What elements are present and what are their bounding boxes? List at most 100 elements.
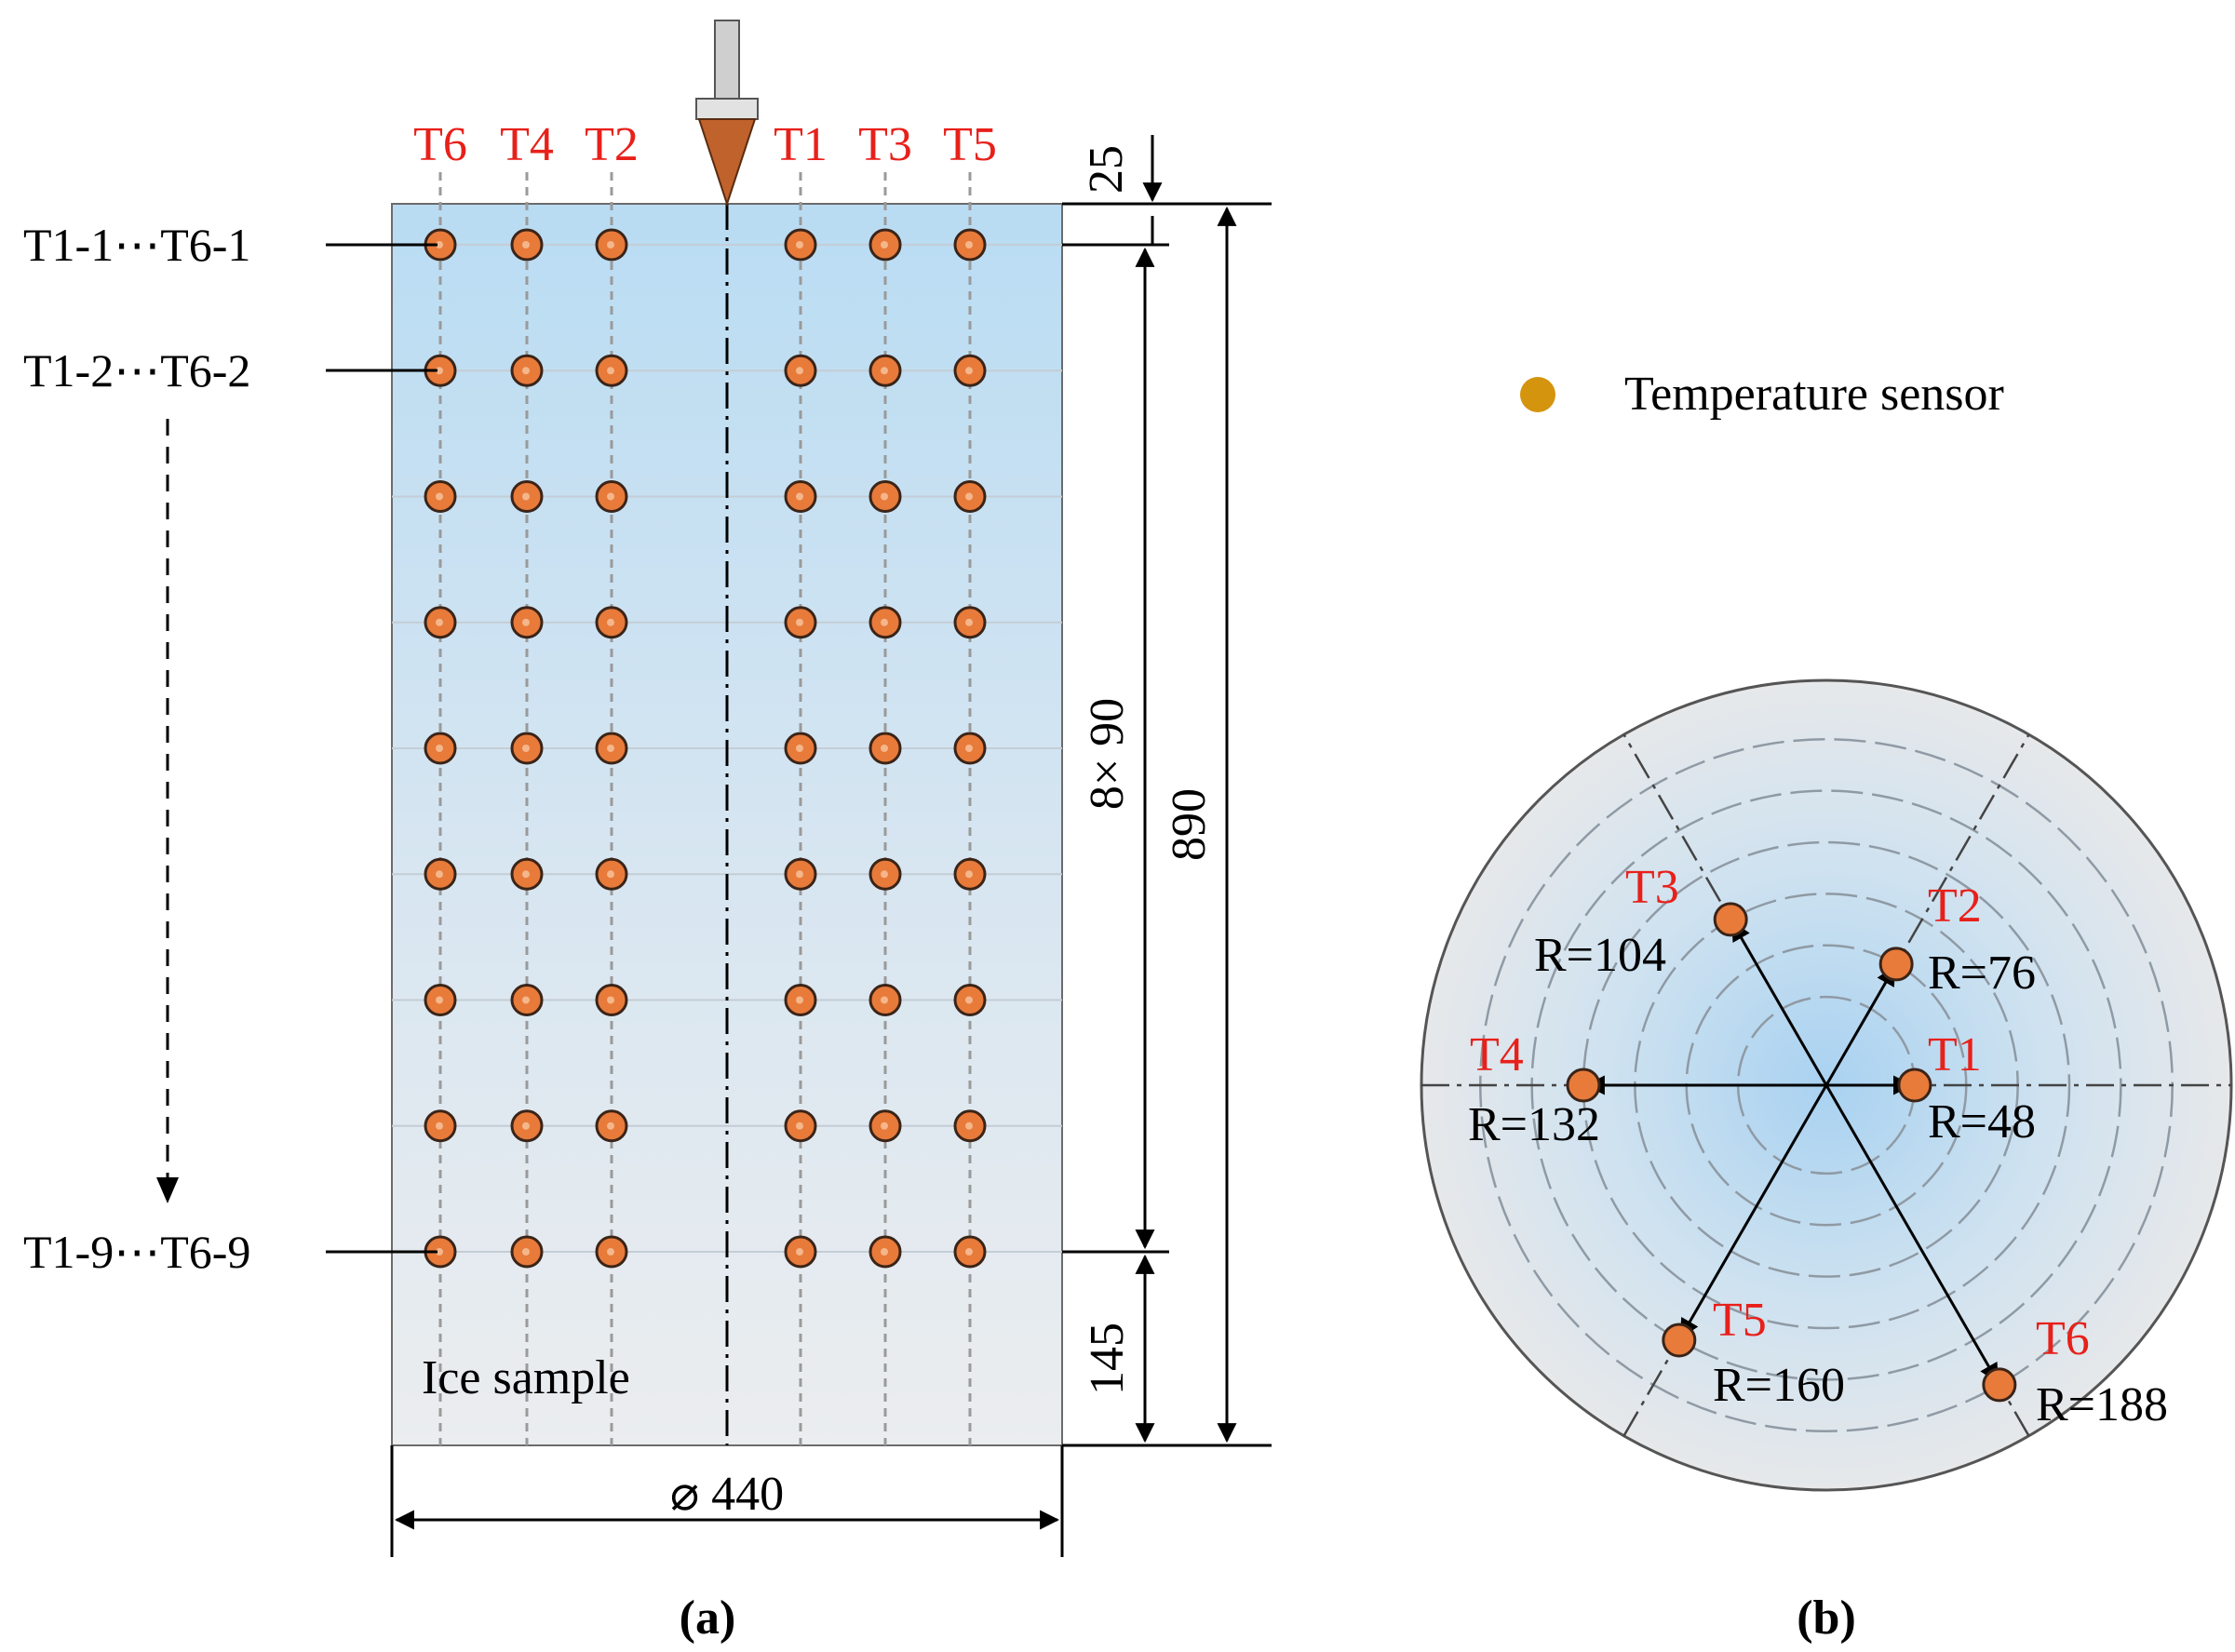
temperature-sensor-highlight — [607, 1248, 614, 1256]
radius-arrow-t2 — [1824, 965, 1896, 1086]
temperature-sensor-highlight — [522, 367, 530, 375]
temperature-sensor-highlight — [881, 492, 888, 501]
temperature-sensor-highlight — [881, 241, 888, 248]
temperature-sensor-highlight — [965, 618, 973, 626]
row-label-first: T1-1⋯T6-1 — [23, 219, 250, 271]
sensor-radius-label-t2: R=76 — [1928, 947, 2036, 1000]
column-label: T5 — [943, 118, 997, 171]
temperature-sensor-highlight — [436, 241, 443, 248]
temperature-sensor-highlight — [796, 1121, 803, 1130]
radius-arrow-t6 — [1824, 1084, 1999, 1384]
caption-a: (a) — [680, 1592, 736, 1645]
sensor-id-label-t1: T1 — [1928, 1028, 1982, 1081]
temperature-sensor-highlight — [796, 241, 803, 248]
radius-arrow-t3 — [1730, 920, 1828, 1086]
row-continuation-arrowhead — [156, 1177, 179, 1203]
temperature-sensor-highlight — [522, 996, 530, 1004]
temperature-sensor-highlight — [522, 1121, 530, 1130]
temperature-sensor-highlight — [881, 1248, 888, 1256]
sensor-radius-label-t6: R=188 — [2036, 1378, 2168, 1431]
temperature-sensor-highlight — [965, 745, 973, 752]
temperature-sensor-highlight — [965, 870, 973, 879]
sensor-point-t4 — [1566, 1068, 1601, 1103]
sensor-grid — [424, 228, 987, 1269]
temperature-sensor-highlight — [522, 745, 530, 752]
panel-a: T6 T4 T2 T1 T3 T5 T1-1⋯T6-1 T1-2⋯T6-2 T1… — [23, 20, 1272, 1645]
sensor-id-label-t2: T2 — [1928, 880, 1982, 933]
caption-b: (b) — [1797, 1592, 1856, 1645]
column-label: T4 — [500, 118, 554, 171]
sensor-point-t2 — [1878, 947, 1914, 982]
probe-cone-tip — [697, 118, 757, 208]
column-label: T1 — [774, 118, 828, 171]
temperature-sensor-highlight — [436, 870, 443, 879]
temperature-sensor-highlight — [965, 1121, 973, 1130]
radius-arrow-t5 — [1679, 1084, 1828, 1339]
temperature-sensor-highlight — [796, 492, 803, 501]
temperature-sensor-highlight — [522, 1248, 530, 1256]
temperature-sensor-highlight — [881, 996, 888, 1004]
sensor-id-label-t5: T5 — [1713, 1294, 1767, 1347]
temperature-sensor-highlight — [796, 745, 803, 752]
sensor-point-t6 — [1982, 1367, 2017, 1403]
sensor-labels: T1 R=48 T2 R=76 T3 R=104 T4 R=132 T5 R=1… — [1468, 861, 2168, 1431]
panel-b: Temperature sensor T1 R=48 T2 R=76 T3 R=… — [1420, 368, 2233, 1645]
column-label: T2 — [585, 118, 639, 171]
temperature-sensor-highlight — [607, 492, 614, 501]
temperature-sensor-highlight — [796, 618, 803, 626]
cross-section-disc — [1420, 678, 2233, 1492]
temperature-sensor-highlight — [796, 870, 803, 879]
temperature-sensor-highlight — [436, 996, 443, 1004]
temperature-sensor-highlight — [436, 492, 443, 501]
temperature-sensor-highlight — [436, 367, 443, 375]
penetration-probe — [695, 20, 759, 208]
dim-total-height: 890 — [1163, 788, 1216, 861]
sensor-radius-label-t4: R=132 — [1468, 1098, 1600, 1151]
temperature-sensor-highlight — [881, 367, 888, 375]
temperature-sensor-highlight — [965, 492, 973, 501]
temperature-sensor-highlight — [796, 996, 803, 1004]
temperature-sensor-highlight — [436, 618, 443, 626]
sensor-id-label-t6: T6 — [2036, 1312, 2090, 1365]
temperature-sensor-highlight — [607, 870, 614, 879]
dim-top-offset: 25 — [1080, 145, 1133, 194]
row-label-last: T1-9⋯T6-9 — [23, 1226, 250, 1278]
temperature-sensor-highlight — [965, 241, 973, 248]
temperature-sensor-highlight — [436, 1121, 443, 1130]
temperature-sensor-highlight — [522, 241, 530, 248]
sample-label: Ice sample — [422, 1351, 630, 1404]
sensor-point-t1 — [1897, 1068, 1932, 1103]
temperature-sensor-highlight — [522, 870, 530, 879]
dim-spacing: 8× 90 — [1081, 698, 1134, 810]
sensor-radius-label-t5: R=160 — [1713, 1359, 1845, 1412]
row-label-second: T1-2⋯T6-2 — [23, 344, 250, 396]
temperature-sensor-highlight — [607, 367, 614, 375]
temperature-sensor-highlight — [436, 1248, 443, 1256]
sensor-radius-label-t3: R=104 — [1534, 929, 1666, 982]
temperature-sensor-highlight — [796, 1248, 803, 1256]
temperature-sensor-highlight — [881, 618, 888, 626]
sensor-id-label-t3: T3 — [1625, 861, 1679, 914]
temperature-sensor-highlight — [436, 745, 443, 752]
temperature-sensor-highlight — [881, 870, 888, 879]
temperature-sensor-highlight — [607, 241, 614, 248]
dim-diameter: ⌀ 440 — [670, 1468, 784, 1521]
sensor-point-t5 — [1662, 1323, 1697, 1358]
dim-bottom-offset: 145 — [1081, 1323, 1134, 1395]
legend-label: Temperature sensor — [1624, 368, 2004, 421]
sensor-point-t3 — [1713, 902, 1748, 937]
temperature-sensor-highlight — [522, 492, 530, 501]
legend-sensor-icon — [1520, 377, 1555, 412]
temperature-sensor-highlight — [607, 996, 614, 1004]
dimension-lines — [1062, 135, 1272, 1447]
temperature-sensor-highlight — [965, 1248, 973, 1256]
temperature-sensor-highlight — [965, 367, 973, 375]
column-labels: T6 T4 T2 T1 T3 T5 — [413, 118, 997, 171]
temperature-sensor-highlight — [881, 1121, 888, 1130]
sensor-radius-label-t1: R=48 — [1928, 1095, 2036, 1148]
temperature-sensor-highlight — [607, 1121, 614, 1130]
temperature-sensor-highlight — [607, 618, 614, 626]
temperature-sensor-highlight — [965, 996, 973, 1004]
temperature-sensor-highlight — [796, 367, 803, 375]
sensor-id-label-t4: T4 — [1470, 1028, 1524, 1081]
